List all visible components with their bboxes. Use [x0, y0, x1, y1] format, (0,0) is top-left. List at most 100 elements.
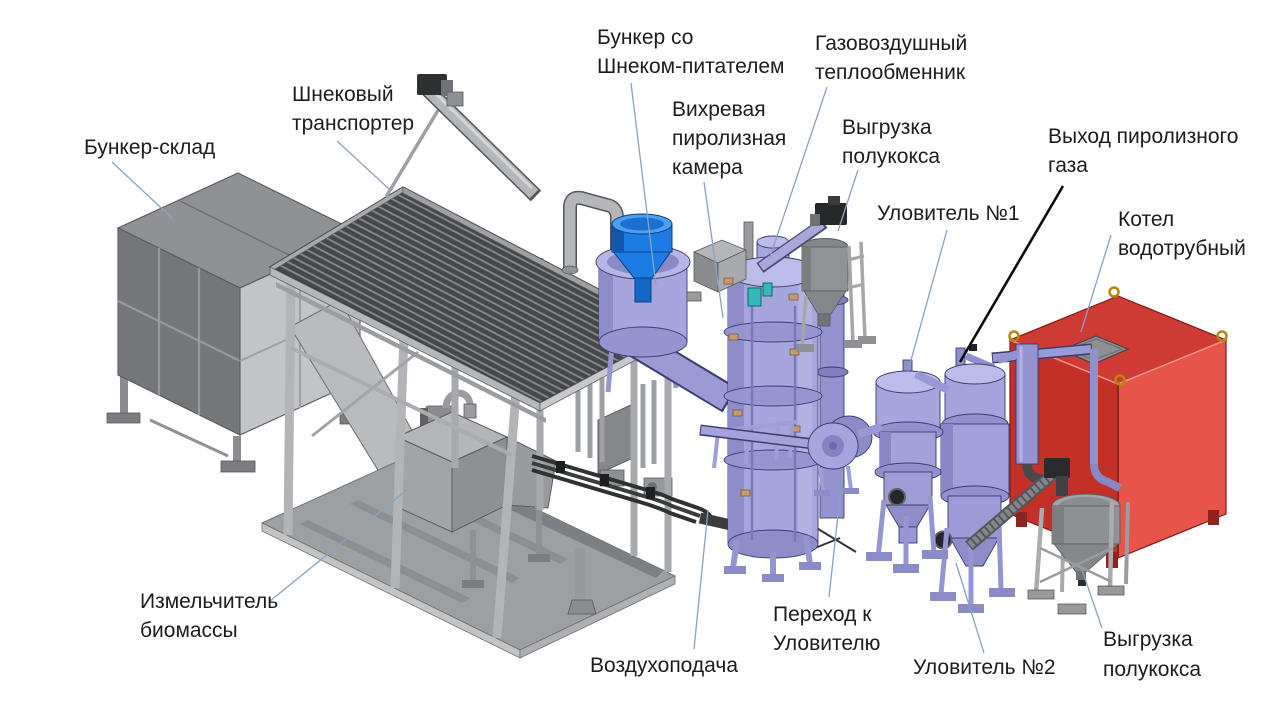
conveyor-gearbox [446, 91, 464, 107]
label-vikhrevaya-kamera: пиролизная [672, 127, 786, 150]
feed-funnel [610, 213, 673, 303]
transition-to-catcher1-pipe [856, 423, 884, 438]
feeder-vessel-shade [599, 262, 613, 342]
catcher2-foot [989, 588, 1015, 597]
leader-gazovozdushny [769, 86, 828, 258]
catcher1-foot [893, 564, 919, 573]
discharge-screw-motor [815, 203, 847, 225]
catcher2-top-fitting [969, 344, 977, 351]
hopper2-post [1033, 507, 1045, 595]
hopper2-foot [1097, 585, 1125, 596]
leader-bunker-sklad [111, 161, 174, 220]
cyclone-transition [699, 415, 873, 496]
hopper-foot [858, 336, 876, 344]
pyrolysis-chamber [693, 221, 849, 582]
label-vygruzka-bottom: полукокса [1103, 658, 1201, 681]
hopper-frame-rail [847, 254, 865, 262]
chamber-flange-ring [723, 449, 823, 471]
catcher-1 [856, 359, 950, 573]
labels: Бункер-склад Шнековый транспортер Бункер… [84, 26, 1246, 681]
leader-kotel [1080, 234, 1112, 333]
motor-collar [810, 214, 820, 226]
screw-conveyor [384, 74, 542, 202]
label-vikhrevaya-kamera: камера [672, 156, 743, 179]
shredder-foot [462, 580, 484, 588]
label-vykhod-gaza: газа [1048, 154, 1088, 177]
chamber-flange-ring [723, 385, 823, 407]
leader-izmelchitel [269, 488, 409, 602]
label-shnekovy-transporter: Шнековый [292, 83, 394, 106]
transition-foot [843, 488, 859, 494]
slab-edge-right [519, 575, 676, 659]
leader-bunker-so-shnekom [630, 82, 657, 287]
boiler-edge-highlight [1117, 339, 1227, 385]
lifting-lug [1108, 286, 1120, 298]
drain-foot [567, 599, 597, 615]
transition-housing-hub [829, 442, 837, 450]
teal-fitting [747, 287, 762, 307]
char-hopper-shade [802, 247, 811, 291]
feeder-leg [605, 345, 615, 393]
hopper2-post [1124, 501, 1130, 585]
catcher2-leg [996, 521, 1004, 591]
hopper2-valve [1078, 580, 1086, 586]
slab-streak [300, 520, 470, 603]
leader-vikhrevaya-kamera [703, 181, 724, 319]
char-discharge-bottom [965, 458, 1130, 615]
boiler-foot [1016, 512, 1027, 527]
air-valve [556, 461, 565, 473]
chamber-foot [762, 574, 784, 582]
bottom-screw-motor [1044, 458, 1070, 478]
stand-leg [712, 431, 720, 469]
label-kotel: Котел [1118, 208, 1174, 231]
motor-top-box [828, 196, 840, 205]
hopper2-shade [1052, 506, 1064, 544]
char-hopper-outlet [817, 313, 831, 327]
leader-vygruzka-top [837, 169, 859, 232]
hopper2-outlet [1076, 572, 1086, 580]
bracket [788, 293, 799, 301]
funnel-mouth [620, 217, 664, 231]
conveyor-support-strut [384, 101, 445, 198]
biomass-shredder [395, 389, 557, 588]
feed-drop-pipe [561, 190, 624, 275]
hopper-frame-post [847, 245, 855, 345]
bracket [740, 489, 751, 497]
bunker-panel-line [117, 300, 241, 362]
shredder-motor-cap [420, 408, 428, 426]
transition-foot [814, 490, 830, 496]
label-shnekovy-transporter: транспортер [292, 112, 414, 135]
conveyor-motor [417, 74, 447, 95]
canopy-post [492, 391, 521, 639]
callouts [111, 82, 1112, 654]
char-discharge-top [756, 196, 876, 352]
catcher2-top [944, 363, 1006, 385]
hopper-frame-post [859, 241, 867, 341]
leader-vygruzka-bottom [1080, 566, 1103, 629]
shredder-foot [528, 554, 550, 562]
hopper2-foot [1027, 589, 1055, 600]
hopper-frame-rail [847, 282, 865, 290]
label-kotel: водотрубный [1118, 237, 1246, 260]
hopper-foot [796, 344, 814, 352]
label-gazovozdushny: Газовоздушный [815, 32, 967, 55]
label-ulovitel-2: Уловитель №2 [913, 656, 1056, 679]
label-vikhrevaya-kamera: Вихревая [672, 98, 766, 121]
label-vozdukhopodacha: Воздухоподача [590, 654, 738, 677]
catcher1-shade [880, 432, 891, 472]
lifting-lug [1008, 330, 1020, 342]
feed-pipe-flange [561, 265, 579, 275]
label-izmelchitel: биомассы [140, 619, 238, 642]
canopy-post [283, 277, 296, 536]
catcher1-leg [927, 495, 937, 555]
under-canopy-equipment [567, 368, 673, 615]
transition-leg [818, 467, 825, 493]
front-pipe-elbow [996, 350, 1020, 364]
canopy-post [390, 334, 409, 589]
hopper2-foot [1057, 603, 1087, 615]
chamber-leg [803, 535, 813, 565]
bracket [723, 277, 734, 285]
feed-pipe [564, 192, 623, 272]
air-valve [600, 474, 609, 486]
label-bunker-so-shnekom: Шнеком-питателем [597, 55, 785, 78]
